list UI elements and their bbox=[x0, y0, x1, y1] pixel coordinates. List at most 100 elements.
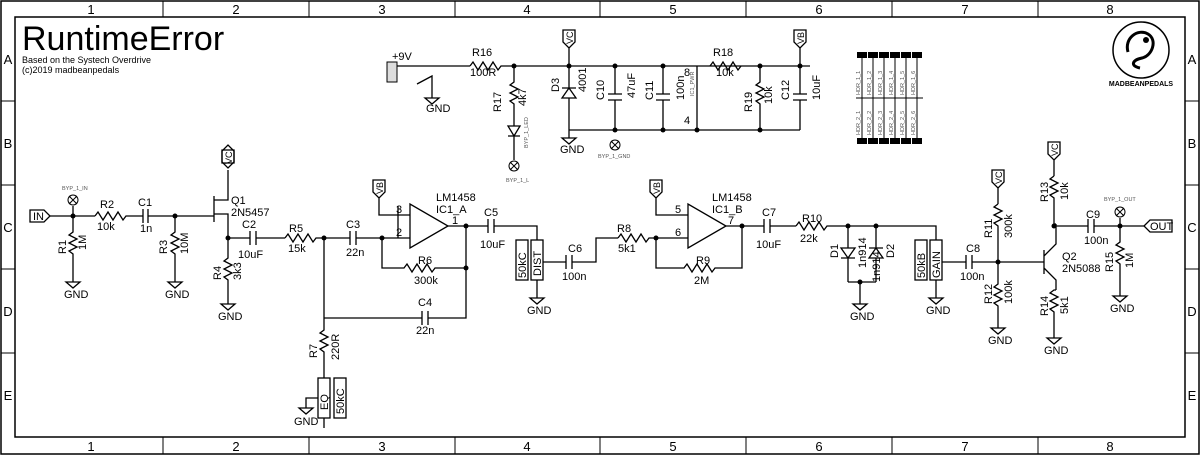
pad-icon bbox=[67, 194, 79, 206]
c1-name: C1 bbox=[138, 197, 152, 209]
c4-name: C4 bbox=[418, 297, 432, 309]
r9-name: R9 bbox=[696, 255, 710, 267]
page-title: RuntimeError bbox=[22, 20, 224, 58]
r8-value: 5k1 bbox=[618, 243, 636, 255]
col-label: 3 bbox=[378, 2, 385, 17]
header-pin-label: HDR_1_6 bbox=[911, 71, 917, 95]
r3-value: 10M bbox=[179, 233, 191, 254]
c10-value: 47uF bbox=[626, 73, 638, 98]
c2-name: C2 bbox=[242, 219, 256, 231]
logo-text: MADBEANPEDALS bbox=[1109, 81, 1174, 88]
input-stage: IN BYP_1_IN R1 1M GND R2 10k C1 1n R3 10… bbox=[29, 144, 398, 428]
r6-name: R6 bbox=[418, 255, 432, 267]
gnd-label: GND bbox=[64, 289, 89, 301]
vb-flag: VB bbox=[375, 182, 385, 194]
col-label: 3 bbox=[378, 439, 385, 454]
gnd-label: GND bbox=[850, 311, 875, 323]
r15-value: 1M bbox=[1124, 253, 1136, 268]
output-stage: VC R11 300k R12 100k GND VC R13 10k Q2 2… bbox=[983, 141, 1174, 357]
r10-value: 22k bbox=[800, 233, 818, 245]
col-label: 8 bbox=[1106, 2, 1113, 17]
col-label: 4 bbox=[523, 439, 530, 454]
d2-value: 1n914 bbox=[871, 251, 883, 282]
dist-value: 50kC bbox=[517, 252, 529, 278]
r1-name: R1 bbox=[57, 240, 69, 254]
gnd-label: GND bbox=[1110, 303, 1135, 315]
gain-name: GAIN bbox=[931, 251, 943, 278]
gnd-label: GND bbox=[926, 305, 951, 317]
pin-5: 5 bbox=[675, 204, 681, 216]
r11-value: 300k bbox=[1003, 214, 1015, 238]
ic-pin-8: 8 bbox=[684, 67, 690, 79]
pin-2: 2 bbox=[396, 227, 402, 239]
header-pin-label: HDR_2_2 bbox=[867, 111, 873, 135]
opamp-stage-b: R8 5k1 VB 5 6 7 LM1458 IC1_B R9 2M C7 10… bbox=[617, 179, 1044, 323]
opamp-stage-a: VB 3 2 1 LM1458 IC1_A R6 300k C4 22n C5 … bbox=[324, 179, 618, 337]
pin-7: 7 bbox=[728, 215, 734, 227]
c9-name: C9 bbox=[1086, 209, 1100, 221]
c5-value: 10uF bbox=[480, 239, 505, 251]
r11-name: R11 bbox=[983, 219, 995, 238]
d2-name: D2 bbox=[885, 244, 897, 258]
r15-name: R15 bbox=[1104, 252, 1116, 272]
row-label: E bbox=[4, 388, 13, 403]
r5-name: R5 bbox=[289, 223, 303, 235]
gnd-pad: BYP_1_GND bbox=[598, 154, 630, 160]
r12-value: 100k bbox=[1003, 280, 1015, 304]
r2-name: R2 bbox=[100, 199, 114, 211]
q2-name: Q2 bbox=[1062, 251, 1077, 263]
ic1a-triangle bbox=[409, 202, 450, 250]
pad-in: BYP_1_IN bbox=[62, 186, 88, 192]
r16-name: R16 bbox=[472, 47, 492, 59]
vc-flag: VC bbox=[565, 31, 575, 44]
header-connectors: HDR_1_1 HDR_1_2 HDR_1_3 HDR_1_4 HDR_1_5 … bbox=[856, 52, 923, 144]
header-pin-label: HDR_2_5 bbox=[900, 111, 906, 135]
c6-value: 100n bbox=[562, 271, 586, 283]
r16-value: 100R bbox=[470, 67, 496, 79]
c12-name: C12 bbox=[780, 80, 792, 100]
col-label: 8 bbox=[1106, 439, 1113, 454]
r5-value: 15k bbox=[288, 243, 306, 255]
ic1-part: LM1458 bbox=[712, 192, 752, 204]
vb-flag: VB bbox=[796, 32, 806, 44]
row-label: C bbox=[3, 220, 12, 235]
q1-value: 2N5457 bbox=[231, 207, 270, 219]
row-label: D bbox=[3, 304, 12, 319]
power-supply-section: +9V R16 100R GND R17 4k7 BYP_1_LED BYP_1… bbox=[386, 29, 823, 184]
r2-value: 10k bbox=[97, 221, 115, 233]
out-port bbox=[1143, 219, 1173, 233]
led-pad: BYP_1_LED bbox=[524, 117, 530, 148]
out-label: OUT bbox=[1150, 221, 1174, 233]
r17-value: 4k7 bbox=[517, 88, 529, 106]
c5-name: C5 bbox=[484, 207, 498, 219]
r19-value: 10k bbox=[763, 86, 775, 104]
gnd-label: GND bbox=[165, 289, 190, 301]
c3-name: C3 bbox=[346, 219, 360, 231]
r13-name: R13 bbox=[1039, 182, 1051, 202]
eq-value: 50kC bbox=[335, 388, 347, 414]
col-label: 2 bbox=[232, 2, 239, 17]
row-label: C bbox=[1187, 220, 1196, 235]
pad-l: BYP_1_L bbox=[506, 178, 529, 184]
ic1a-unit: IC1_A bbox=[436, 204, 467, 216]
col-label: 6 bbox=[815, 439, 822, 454]
header-pin-label: HDR_2_1 bbox=[856, 111, 862, 135]
q1-name: Q1 bbox=[231, 195, 246, 207]
col-label: 4 bbox=[523, 2, 530, 17]
madbean-logo: MADBEANPEDALS bbox=[1109, 21, 1174, 88]
col-label: 5 bbox=[669, 439, 676, 454]
ic1b-triangle bbox=[687, 202, 728, 250]
col-label: 2 bbox=[232, 439, 239, 454]
col-label: 7 bbox=[961, 2, 968, 17]
c1-value: 1n bbox=[140, 223, 152, 235]
gnd-label: GND bbox=[218, 311, 243, 323]
header-pin-label: HDR_1_3 bbox=[878, 71, 884, 95]
dc-jack bbox=[386, 61, 398, 83]
c2-value: 10uF bbox=[238, 249, 263, 261]
header-pin-label: HDR_1_1 bbox=[856, 71, 862, 95]
d1-name: D1 bbox=[829, 244, 841, 258]
gain-value: 50kB bbox=[916, 253, 928, 278]
row-label: B bbox=[1188, 136, 1197, 151]
c12-value: 10uF bbox=[811, 75, 823, 100]
